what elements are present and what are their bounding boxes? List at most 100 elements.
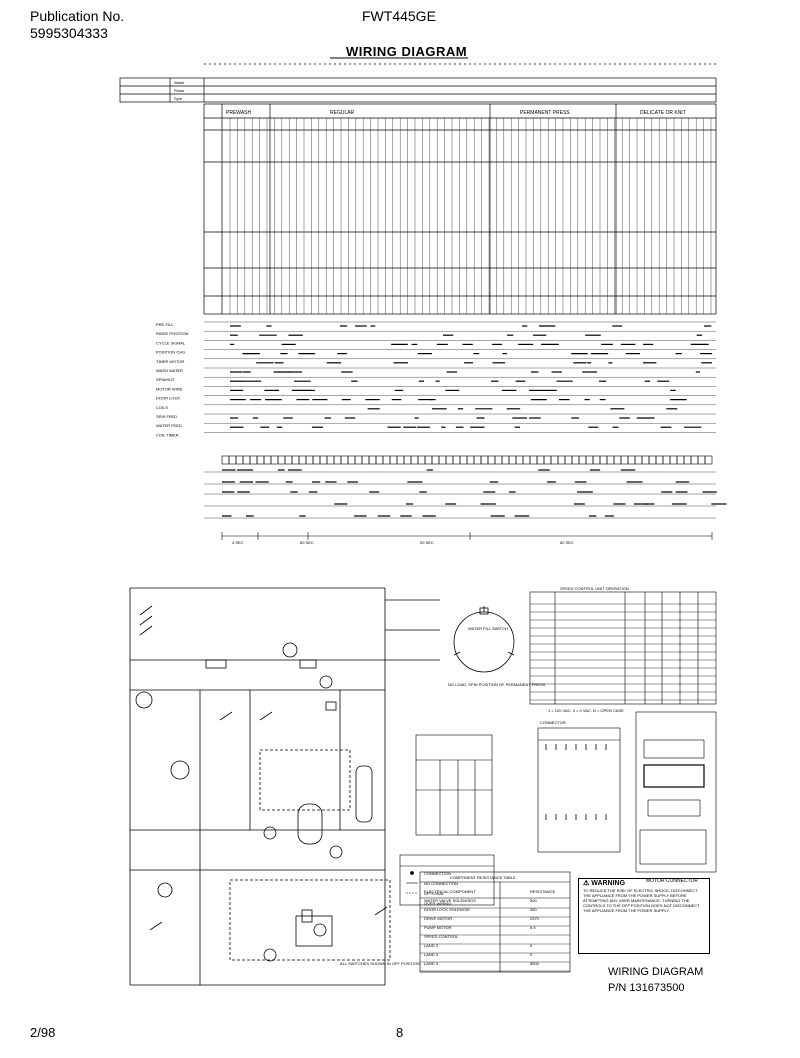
cycle-section-label: DELICATE OR KNIT xyxy=(640,110,686,116)
resistance-table xyxy=(419,871,571,973)
cam-cell xyxy=(578,455,587,465)
cam-cell xyxy=(396,455,405,465)
resistance-component: DOOR LOCK SOLENOID xyxy=(424,907,470,912)
speed-table-title: SPEED CONTROL UNIT OPERATION xyxy=(560,586,629,591)
timing-row-label: MOTOR WIRE xyxy=(156,386,183,391)
cam-cell xyxy=(270,455,279,465)
resistance-component: DRIVE MOTOR xyxy=(424,916,452,921)
timing-row-label: WASH WATER xyxy=(156,368,183,373)
cam-cell xyxy=(480,455,489,465)
model-number: FWT445GE xyxy=(362,8,436,24)
timer-note: NO LOAD, SPIN POSITION OF PERMANENT PRES… xyxy=(448,682,546,687)
cam-cell xyxy=(543,455,552,465)
timer-label: WATER FILL SWITCH xyxy=(468,626,508,631)
cam-cell xyxy=(648,455,657,465)
cam-cell xyxy=(669,455,678,465)
cam-cell xyxy=(263,455,272,465)
cam-cell xyxy=(487,455,496,465)
publication-label: Publication No. xyxy=(30,8,125,24)
cam-cell xyxy=(473,455,482,465)
cam-cell xyxy=(613,455,622,465)
cam-cell xyxy=(501,455,510,465)
cam-cell xyxy=(291,455,300,465)
resistance-table-title: COMPONENT RESISTANCE TABLE xyxy=(450,875,516,880)
cam-cell xyxy=(459,455,468,465)
cam-cell xyxy=(361,455,370,465)
cam-cell xyxy=(284,455,293,465)
cycle-step-label: Rinse xyxy=(174,88,185,93)
speed-control-table xyxy=(529,591,717,705)
resistance-value: 350 xyxy=(530,907,537,912)
connector-block xyxy=(537,727,621,853)
cam-cell xyxy=(494,455,503,465)
footer-date: 2/98 xyxy=(30,1025,56,1040)
resistance-value: RESISTANCE xyxy=(530,889,556,894)
timing-row-label: RINSE POSITION xyxy=(156,331,189,336)
warning-title: ⚠ WARNING xyxy=(583,880,626,887)
cam-cell xyxy=(571,455,580,465)
cam-cell xyxy=(662,455,671,465)
duration-label: 60 SEC xyxy=(560,540,574,545)
cam-cell xyxy=(235,455,244,465)
cam-cell xyxy=(592,455,601,465)
cam-cell xyxy=(354,455,363,465)
cycle-band-top xyxy=(119,77,717,103)
part-number: P/N 131673500 xyxy=(608,982,685,994)
resistance-component: PUMP MOTOR xyxy=(424,925,452,930)
motor-connector xyxy=(635,711,717,873)
cam-cell xyxy=(424,455,433,465)
cam-cell xyxy=(242,455,251,465)
legend-box xyxy=(399,854,495,906)
cam-cell xyxy=(585,455,594,465)
timing-row-label: CYCLE SIGNAL xyxy=(156,340,186,345)
cam-cell xyxy=(522,455,531,465)
cam-cell xyxy=(641,455,650,465)
cam-cell xyxy=(564,455,573,465)
resistance-component: SPEED CONTROL xyxy=(424,934,459,939)
timing-row-label: SPIN FEED xyxy=(156,414,177,419)
cam-cell xyxy=(431,455,440,465)
cam-cell xyxy=(410,455,419,465)
resistance-component: LAND 2 xyxy=(424,943,439,948)
cam-cell xyxy=(690,455,699,465)
cam-cell xyxy=(221,455,230,465)
cam-cell xyxy=(620,455,629,465)
cycle-section-label: PERMANENT PRESS xyxy=(520,110,570,116)
cam-cell xyxy=(550,455,559,465)
cam-cell xyxy=(704,455,713,465)
legend-label: NO CONNECTION xyxy=(424,881,458,886)
cam-cell xyxy=(417,455,426,465)
cam-cell xyxy=(256,455,265,465)
cycle-section-label: PREWASH xyxy=(226,110,251,116)
water-temp-table xyxy=(415,734,493,836)
timing-table xyxy=(203,103,717,315)
cam-cell xyxy=(403,455,412,465)
cam-cell xyxy=(305,455,314,465)
resistance-component: LAND 3 xyxy=(424,952,439,957)
cam-cell xyxy=(326,455,335,465)
cam-cell xyxy=(683,455,692,465)
cam-cell xyxy=(466,455,475,465)
schematic xyxy=(129,587,440,986)
resistance-value: 0 xyxy=(530,943,533,948)
motor-connector-label: MOTOR CONNECTOR xyxy=(646,878,698,884)
cam-cell xyxy=(340,455,349,465)
resistance-value: 2370 xyxy=(530,916,540,921)
connector-label: CONNECTOR xyxy=(540,720,566,725)
resistance-value: 0 xyxy=(530,952,533,957)
cam-cell xyxy=(508,455,517,465)
duration-label: 4 SEC xyxy=(232,540,244,545)
cam-cell xyxy=(312,455,321,465)
publication-number: 5995304333 xyxy=(30,25,108,41)
cam-cell xyxy=(249,455,258,465)
resistance-value: 500 xyxy=(530,898,537,903)
cam-cell xyxy=(228,455,237,465)
timing-row-label: POSITION CHG xyxy=(156,350,185,355)
duration-label: 60 SEC xyxy=(300,540,314,545)
cam-cell xyxy=(676,455,685,465)
warning-box: ⚠ WARNING TO REDUCE THE RISK OF ELECTRIC… xyxy=(578,878,710,954)
timing-row-label: WATER FEED xyxy=(156,423,182,428)
legend-label: OPTIONAL xyxy=(424,891,445,896)
timing-row-label: TIMER MOTOR xyxy=(156,359,184,364)
